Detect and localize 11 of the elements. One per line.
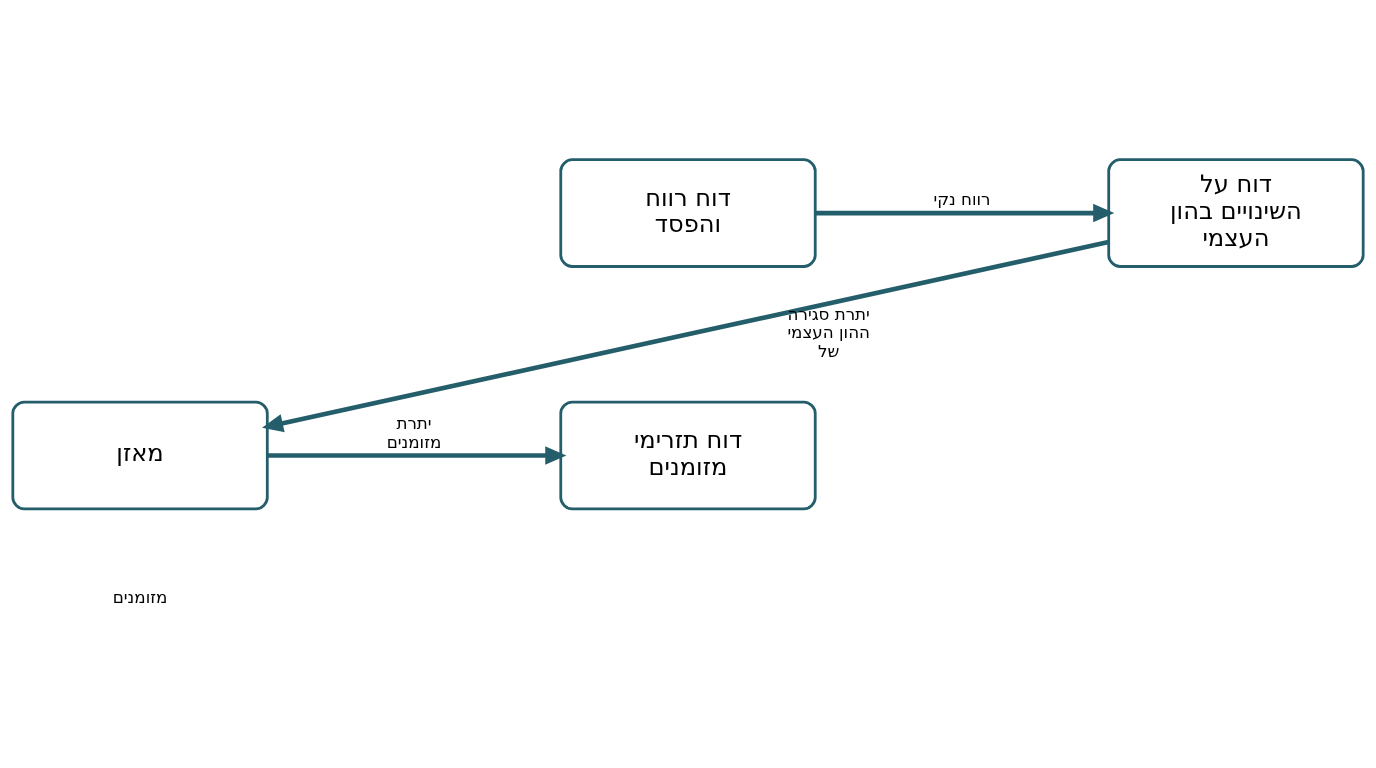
arrow [815, 203, 1115, 223]
arrow [267, 446, 567, 465]
node-box: דוח תזרימי מזומנים [559, 400, 817, 511]
edge-label: רווח נקי [933, 189, 991, 210]
node-box: דוח על השינויים בהון העצמי [1107, 158, 1365, 268]
arrow [262, 239, 1110, 433]
node-box: דוח רווח והפסד [559, 158, 817, 268]
node-box: מאזן [11, 400, 269, 511]
edge-label: יתרת מזומנים [386, 412, 442, 452]
edge-label: יתרת סגירה ההון העצמי של [787, 303, 871, 361]
label: מזומנים [112, 587, 168, 608]
